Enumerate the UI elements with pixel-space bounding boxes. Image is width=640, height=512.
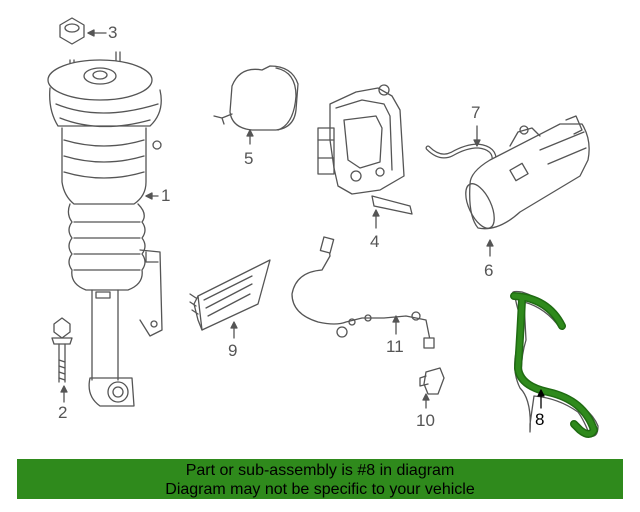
part-7-hose[interactable] — [425, 125, 497, 165]
banner-line-part: Part or sub-assembly is #8 in diagram — [185, 462, 455, 479]
part-9-control-module[interactable] — [189, 259, 271, 339]
callout-2: 2 — [58, 403, 68, 422]
callout-8-highlighted: 8 — [535, 410, 545, 429]
callout-4: 4 — [370, 232, 380, 251]
callout-7: 7 — [471, 103, 481, 122]
part-8-hose-highlighted[interactable] — [510, 290, 599, 438]
callout-5: 5 — [244, 149, 254, 168]
callout-10: 10 — [416, 411, 435, 430]
part-1-air-strut[interactable] — [47, 51, 163, 407]
part-5-reservoir[interactable] — [213, 65, 299, 145]
callout-9: 9 — [228, 341, 238, 360]
part-3-nut[interactable] — [59, 17, 107, 45]
callout-3: 3 — [108, 23, 118, 42]
callout-6: 6 — [484, 261, 494, 280]
info-banner: Part or sub-assembly is #8 in diagram Di… — [17, 459, 623, 499]
part-11-sensor-wire[interactable] — [291, 236, 435, 349]
callout-1: 1 — [161, 186, 171, 205]
part-2-bolt[interactable] — [51, 317, 73, 403]
banner-line-disclaimer: Diagram may not be specific to your vehi… — [165, 481, 475, 498]
callout-11: 11 — [386, 337, 404, 356]
part-10-sensor[interactable] — [419, 367, 445, 409]
part-4-valve-block[interactable] — [317, 84, 413, 229]
part-6-compressor[interactable] — [460, 115, 590, 257]
